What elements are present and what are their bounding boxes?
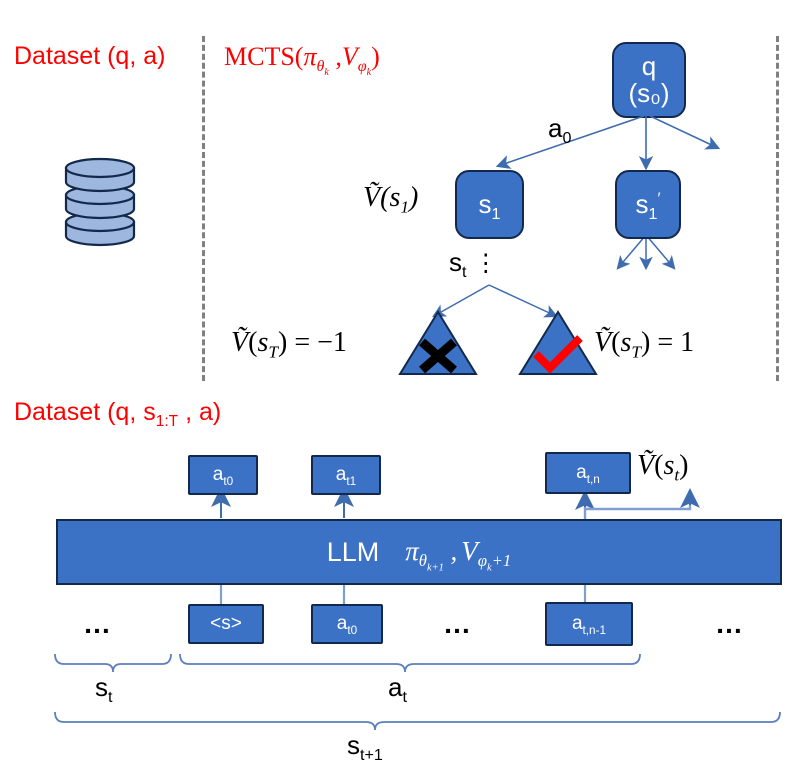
value-head-label: Ṽ(st): [637, 450, 689, 485]
state-t-label: st ⋮: [449, 247, 498, 282]
terminal-node-success[interactable]: [518, 308, 598, 383]
mcts-paren-close: ): [371, 42, 380, 71]
mcts-comma: ,: [328, 42, 342, 71]
value-label-s1: Ṽ(s1): [363, 182, 419, 217]
panel-divider-left: [202, 36, 205, 381]
brace-label-action-t: at: [388, 672, 407, 707]
root-node-line2: (s₀): [628, 78, 670, 108]
brace-label-state-t-plus-1: st+1: [347, 730, 383, 765]
output-token-2-label: at,n: [576, 462, 600, 486]
tree-node-s1[interactable]: s1: [455, 170, 524, 239]
value-label-terminal-fail: Ṽ(sT) = −1: [231, 327, 347, 362]
input-token-atn1[interactable]: at,n-1: [545, 602, 633, 646]
dataset-bottom-text: Dataset (q, s1:T , a): [14, 398, 222, 430]
mcts-label-text: MCTS(: [224, 42, 304, 71]
root-node-line1: q: [641, 50, 657, 81]
mcts-label: MCTS(πθk ,Vφk): [224, 42, 380, 79]
input-token-at0[interactable]: at0: [311, 604, 383, 644]
input-token-bos-label: <s>: [210, 613, 242, 634]
llm-params: πθk+1 ,Vφk+1: [405, 535, 512, 574]
input-ellipsis-middle: …: [443, 608, 473, 639]
tree-edges-upper: [432, 115, 721, 318]
input-ellipsis-left: …: [83, 608, 113, 639]
input-token-at0-label: at0: [336, 613, 358, 637]
input-token-bos[interactable]: <s>: [188, 604, 264, 644]
terminal-node-fail[interactable]: [398, 308, 478, 383]
database-icon: [58, 138, 168, 253]
value-label-terminal-success: Ṽ(sT) = 1: [594, 327, 695, 362]
check-mark-icon: [533, 335, 583, 374]
llm-name: LLM: [326, 536, 380, 567]
tree-node-s1-prime-label: s1′: [635, 188, 661, 224]
output-token-1[interactable]: at1: [311, 455, 381, 495]
dataset-top-label: Dataset (q, a): [14, 42, 166, 70]
tree-node-s1-label: s1: [478, 188, 501, 224]
cross-mark-icon: [419, 338, 457, 374]
output-token-0[interactable]: at0: [188, 455, 258, 495]
mcts-value-symbol: Vφk: [341, 42, 372, 79]
output-token-2[interactable]: at,n: [545, 452, 631, 494]
brace-label-state-t: st: [95, 672, 113, 707]
output-token-0-label: at0: [212, 464, 234, 488]
tree-node-s1-prime[interactable]: s1′: [615, 170, 681, 239]
input-token-atn1-label: at,n-1: [571, 613, 607, 637]
edge-label-a0: a0: [548, 113, 572, 148]
dataset-bottom-label: Dataset (q, s1:T , a): [14, 398, 222, 430]
mcts-policy-symbol: πθk: [303, 42, 329, 79]
tree-node-root[interactable]: q (s₀): [612, 42, 686, 118]
panel-divider-right: [776, 36, 779, 381]
output-token-1-label: at1: [335, 464, 357, 488]
input-ellipsis-right: …: [715, 608, 745, 639]
llm-bar[interactable]: LLM πθk+1 ,Vφk+1: [56, 519, 782, 585]
